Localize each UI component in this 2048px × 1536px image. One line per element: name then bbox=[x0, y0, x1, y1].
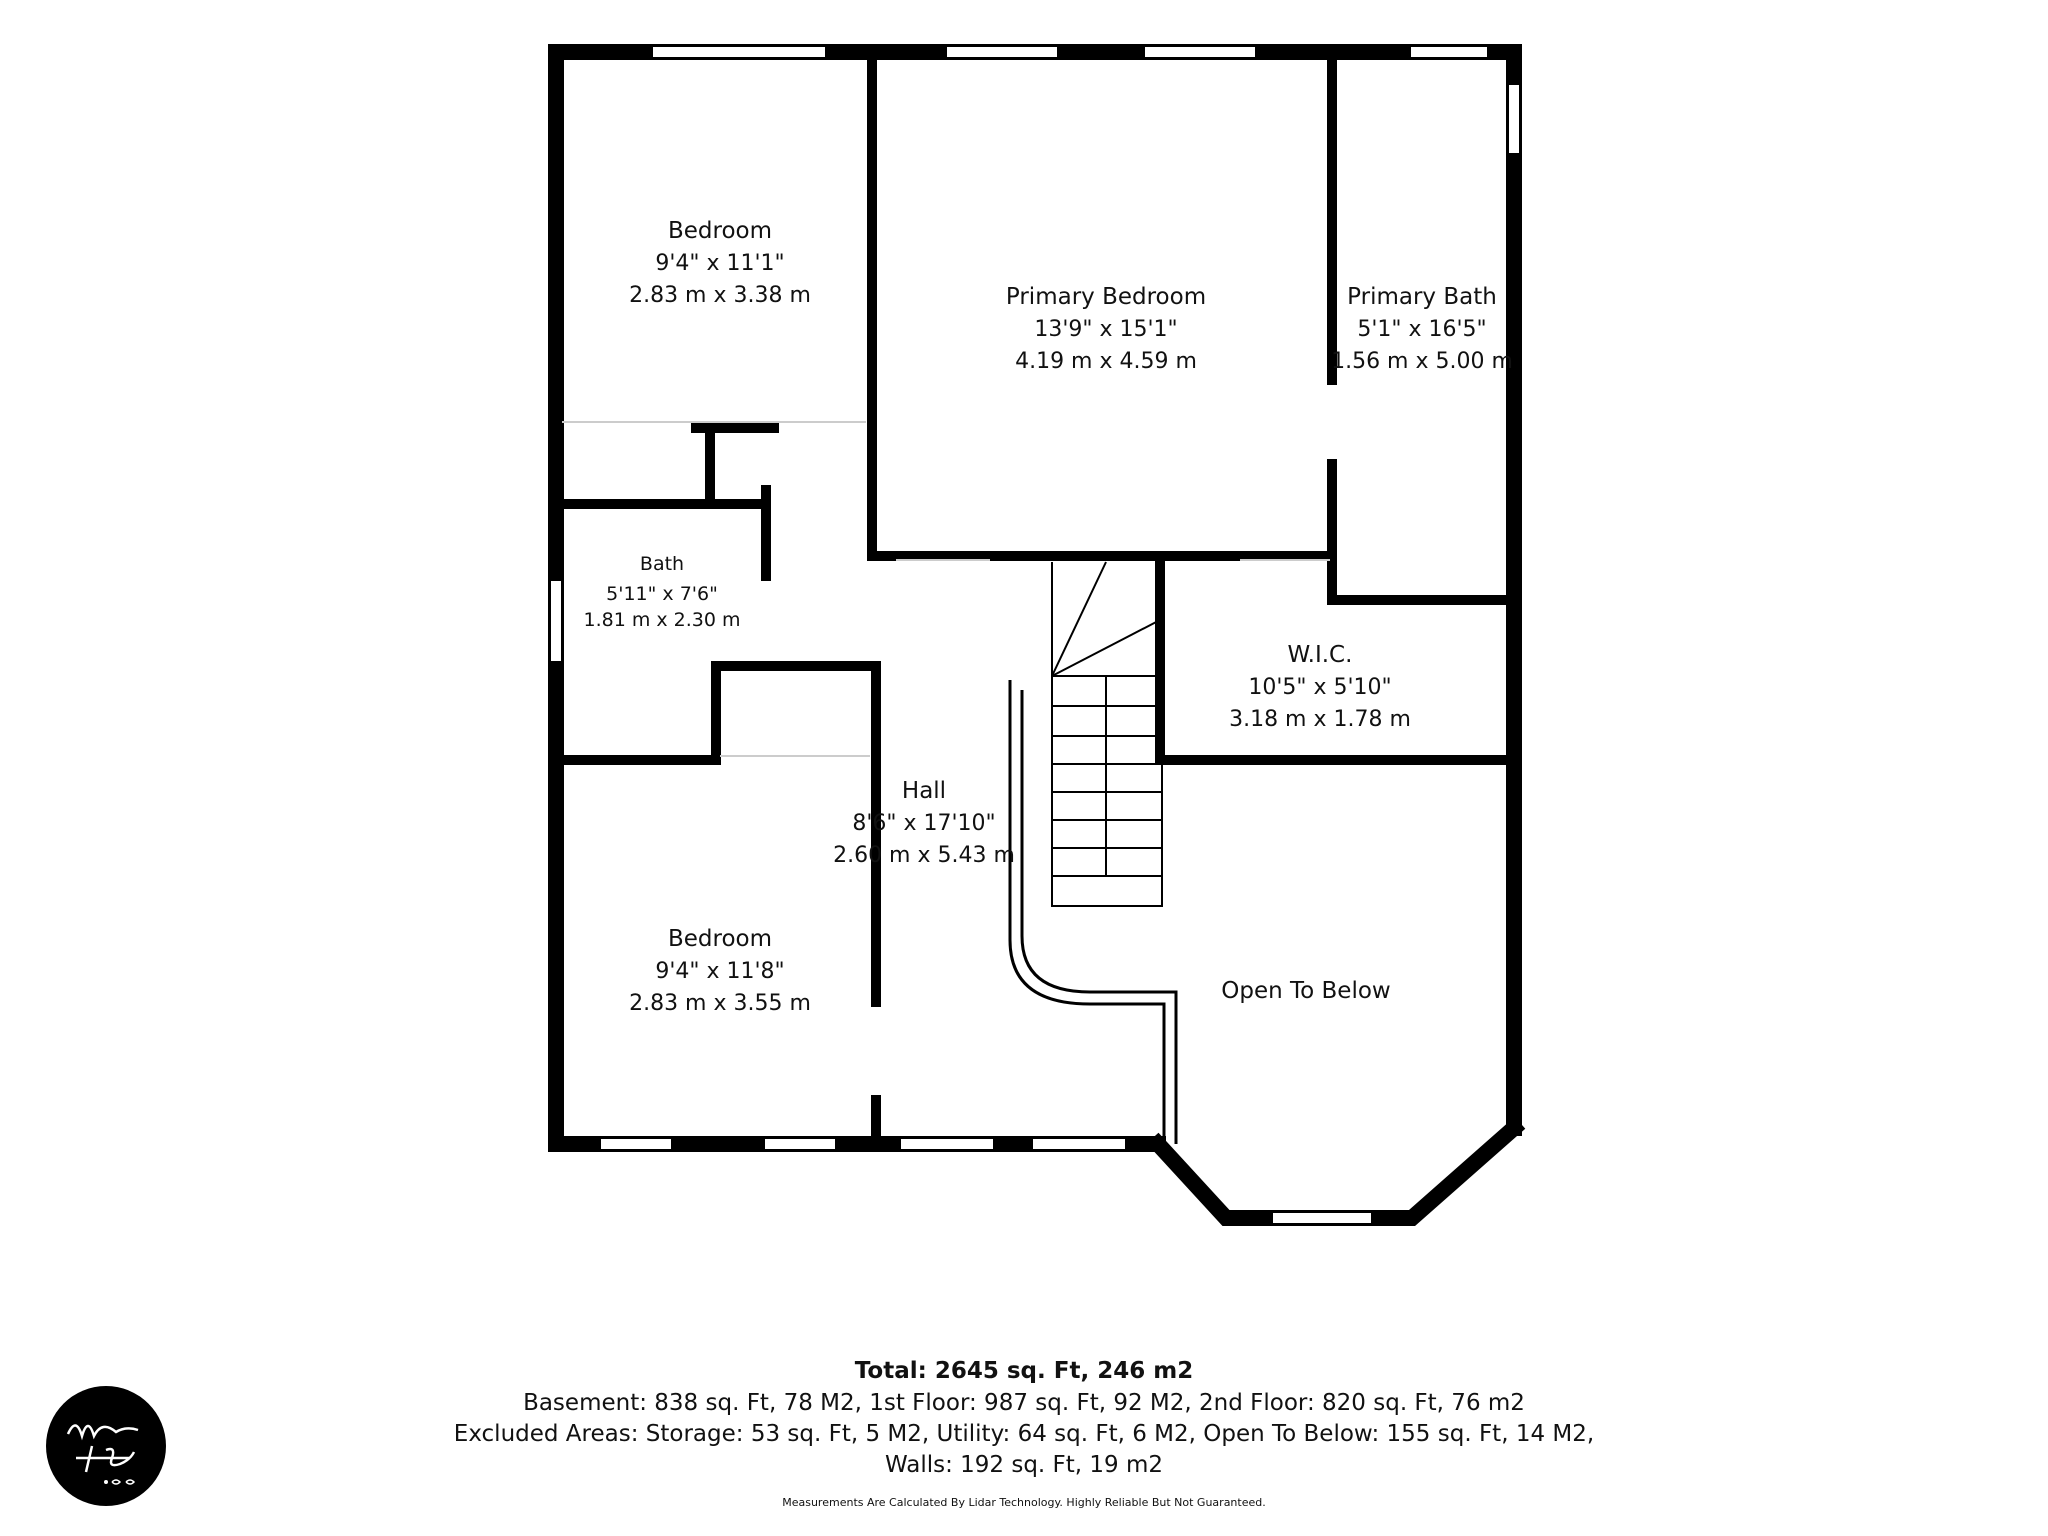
label-wic-dim-imperial: 10'5" x 5'10" bbox=[1248, 675, 1391, 700]
brand-logo bbox=[46, 1386, 166, 1506]
label-primary-bedroom-name: Primary Bedroom bbox=[1006, 284, 1206, 310]
label-bath-dim-imperial: 5'11" x 7'6" bbox=[606, 583, 718, 605]
summary-walls: Walls: 192 sq. Ft, 19 m2 bbox=[884, 1452, 1164, 1478]
label-wic-dim-metric: 3.18 m x 1.78 m bbox=[1229, 707, 1411, 732]
label-primary-bedroom-dim-imperial: 13'9" x 15'1" bbox=[1034, 317, 1177, 342]
window-primary-bath-east bbox=[1507, 83, 1521, 155]
label-bedroom-bottom-dim-metric: 2.83 m x 3.55 m bbox=[629, 991, 811, 1016]
label-open-to-below: Open To Below bbox=[1221, 978, 1390, 1004]
doorways bbox=[562, 421, 1330, 757]
summary-excluded: Excluded Areas: Storage: 53 sq. Ft, 5 M2… bbox=[453, 1421, 1595, 1447]
label-primary-bath-dim-metric: 1.56 m x 5.00 m bbox=[1331, 349, 1513, 374]
window-primary-left bbox=[945, 45, 1059, 59]
stair-rail bbox=[1008, 680, 1166, 1144]
summary-total: Total: 2645 sq. Ft, 246 m2 bbox=[854, 1358, 1194, 1384]
logo-mark bbox=[66, 1424, 139, 1485]
window-bedroom-top bbox=[651, 45, 827, 59]
window-bedroom-bottom-left bbox=[599, 1137, 673, 1151]
window-bedroom-bottom-right bbox=[763, 1137, 837, 1151]
window-hall-right bbox=[1031, 1137, 1127, 1151]
disclaimer: Measurements Are Calculated By Lidar Tec… bbox=[782, 1496, 1266, 1509]
window-hall-left bbox=[899, 1137, 995, 1151]
label-primary-bedroom-dim-metric: 4.19 m x 4.59 m bbox=[1015, 349, 1197, 374]
window-primary-bath bbox=[1409, 45, 1489, 59]
label-primary-bath-dim-imperial: 5'1" x 16'5" bbox=[1357, 317, 1486, 342]
staircase bbox=[1008, 561, 1178, 1144]
label-bath-dim-metric: 1.81 m x 2.30 m bbox=[583, 609, 740, 631]
label-bedroom-top-dim-metric: 2.83 m x 3.38 m bbox=[629, 283, 811, 308]
label-bedroom-top-dim-imperial: 9'4" x 11'1" bbox=[655, 251, 784, 276]
label-bath-name: Bath bbox=[640, 553, 684, 575]
label-bedroom-top-name: Bedroom bbox=[668, 218, 772, 244]
bay-wall bbox=[1146, 1116, 1526, 1226]
room-labels: Bedroom 9'4" x 11'1" 2.83 m x 3.38 m Pri… bbox=[583, 218, 1512, 1016]
windows bbox=[549, 45, 1521, 1225]
label-bedroom-bottom-name: Bedroom bbox=[668, 926, 772, 952]
label-primary-bath-name: Primary Bath bbox=[1347, 284, 1497, 310]
window-primary-right bbox=[1143, 45, 1257, 59]
window-bay-bottom bbox=[1271, 1211, 1373, 1225]
label-wic-name: W.I.C. bbox=[1288, 642, 1353, 668]
label-bedroom-bottom-dim-imperial: 9'4" x 11'8" bbox=[655, 959, 784, 984]
label-hall-name: Hall bbox=[902, 778, 946, 804]
summary-floors: Basement: 838 sq. Ft, 78 M2, 1st Floor: … bbox=[523, 1390, 1525, 1416]
label-hall-dim-metric: 2.60 m x 5.43 m bbox=[833, 843, 1015, 868]
label-hall-dim-imperial: 8'6" x 17'10" bbox=[852, 811, 995, 836]
window-bath-west bbox=[549, 579, 563, 663]
